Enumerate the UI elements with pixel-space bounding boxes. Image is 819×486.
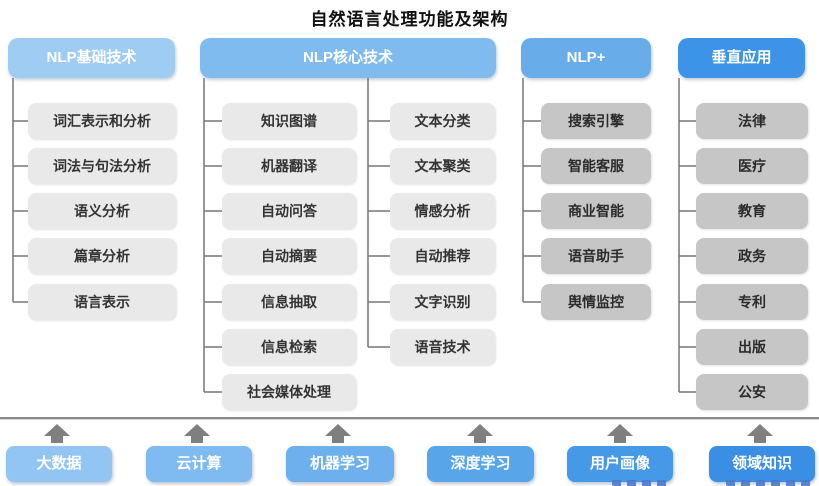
- node-box: 自动摘要: [222, 238, 356, 274]
- column-header-nlp-core: NLP核心技术: [200, 38, 496, 78]
- node-box: 文本聚类: [390, 148, 495, 184]
- node-box: 专利: [696, 284, 808, 320]
- column-header-nlp-plus: NLP+: [521, 38, 651, 78]
- diagram-title: 自然语言处理功能及架构: [310, 10, 509, 29]
- watermark-remnant: [612, 480, 670, 486]
- node-box: 政务: [696, 238, 808, 274]
- watermark-remnant: [726, 480, 814, 486]
- node-box: 机器翻译: [222, 148, 356, 184]
- up-arrow-icon: [325, 424, 351, 436]
- node-box: 知识图谱: [222, 103, 356, 139]
- node-box: 智能客服: [541, 148, 651, 184]
- up-arrow-icon: [607, 424, 633, 436]
- foundation-box: 大数据: [6, 446, 112, 482]
- column-header-vertical-apps: 垂直应用: [678, 38, 805, 78]
- node-box: 文字识别: [390, 284, 495, 320]
- foundation-separator-line: [0, 417, 819, 420]
- node-box: 法律: [696, 103, 808, 139]
- node-box: 公安: [696, 374, 808, 410]
- node-box: 篇章分析: [28, 238, 176, 274]
- node-box: 舆情监控: [541, 284, 651, 320]
- foundation-box: 机器学习: [286, 446, 394, 482]
- up-arrow-icon: [467, 424, 493, 436]
- node-box: 商业智能: [541, 193, 651, 229]
- node-box: 出版: [696, 329, 808, 365]
- node-box: 医疗: [696, 148, 808, 184]
- node-box: 信息检索: [222, 329, 356, 365]
- foundation-box: 云计算: [146, 446, 252, 482]
- node-box: 语言表示: [28, 284, 176, 320]
- up-arrow-icon: [44, 424, 70, 436]
- node-box: 语义分析: [28, 193, 176, 229]
- foundation-box: 用户画像: [567, 446, 673, 482]
- node-box: 词法与句法分析: [28, 148, 176, 184]
- node-box: 搜索引擎: [541, 103, 651, 139]
- foundation-box: 深度学习: [427, 446, 534, 482]
- up-arrow-icon: [747, 424, 773, 436]
- node-box: 自动问答: [222, 193, 356, 229]
- up-arrow-icon: [184, 424, 210, 436]
- node-box: 信息抽取: [222, 284, 356, 320]
- node-box: 情感分析: [390, 193, 495, 229]
- node-box: 语音助手: [541, 238, 651, 274]
- node-box: 教育: [696, 193, 808, 229]
- column-header-nlp-basic: NLP基础技术: [8, 38, 175, 78]
- node-box: 社会媒体处理: [222, 374, 356, 410]
- node-box: 文本分类: [390, 103, 495, 139]
- node-box: 自动推荐: [390, 238, 495, 274]
- foundation-box: 领域知识: [709, 446, 815, 482]
- node-box: 词汇表示和分析: [28, 103, 176, 139]
- up-arrow-icons: [44, 424, 773, 443]
- node-box: 语音技术: [390, 329, 495, 365]
